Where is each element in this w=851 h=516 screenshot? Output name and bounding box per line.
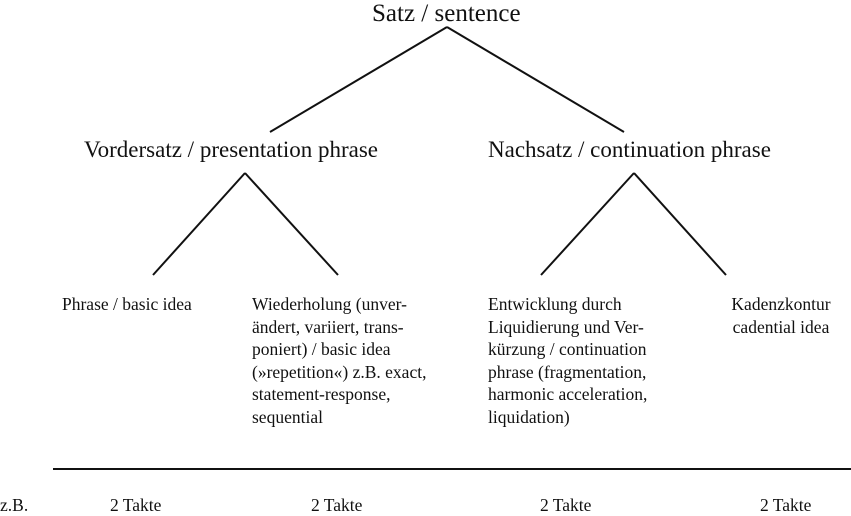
leaf-line: harmonic acceleration,	[488, 384, 648, 404]
leaf-line: cadential idea	[732, 316, 830, 337]
edge-continuation-development	[540, 172, 635, 276]
leaf-line: Entwicklung durch	[488, 294, 622, 314]
development-leaf: Entwicklung durch Liquidierung und Ver- …	[488, 293, 647, 428]
measure-count: 2 Takte	[110, 495, 162, 515]
leaf-line: phrase (fragmentation,	[488, 361, 647, 382]
edge-root-continuation	[446, 26, 625, 133]
leaf-line: sequential	[252, 406, 323, 427]
root-node: Satz / sentence	[372, 0, 521, 27]
leaf-line: poniert) / basic idea	[252, 339, 391, 359]
leaf-line: liquidation)	[488, 406, 570, 427]
leaf-line: Wiederholung (unver-	[252, 294, 407, 314]
cadential-leaf: Kadenzkontur cadential idea	[717, 293, 845, 338]
measure-count: 2 Takte	[760, 495, 812, 515]
edge-root-presentation	[269, 26, 448, 133]
leaf-line: Liquidierung und Ver-	[488, 316, 644, 337]
edge-presentation-basic-idea	[152, 172, 246, 276]
leaf-line: kürzung / continuation	[488, 339, 647, 359]
edge-presentation-repetition	[244, 172, 339, 276]
measure-count: 2 Takte	[311, 495, 363, 515]
example-label: z.B.	[0, 495, 29, 515]
leaf-line: Kadenzkontur	[731, 294, 831, 314]
leaf-line: Phrase / basic idea	[62, 294, 192, 314]
edge-continuation-cadential	[633, 172, 727, 276]
leaf-line: ändert, variiert, trans-	[252, 316, 404, 337]
leaf-line: statement-response,	[252, 384, 391, 404]
continuation-phrase-node: Nachsatz / continuation phrase	[488, 137, 771, 162]
leaf-line: (»repetition«) z.B. exact,	[252, 361, 427, 382]
basic-idea-leaf: Phrase / basic idea	[62, 293, 192, 316]
repetition-leaf: Wiederholung (unver- ändert, variiert, t…	[252, 293, 426, 428]
presentation-phrase-node: Vordersatz / presentation phrase	[84, 137, 379, 162]
measure-count: 2 Takte	[540, 495, 592, 515]
